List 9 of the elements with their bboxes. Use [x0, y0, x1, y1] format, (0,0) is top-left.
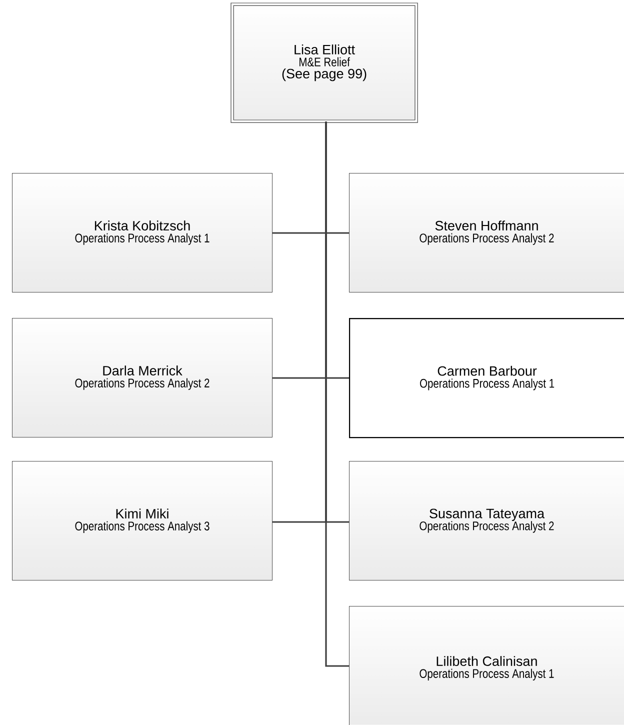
employee-box: Susanna Tateyama Operations Process Analyst 2	[349, 461, 624, 580]
employee-box: Darla Merrick Operations Process Analyst 2	[12, 318, 272, 438]
connector-line	[325, 122, 349, 667]
manager-box: Lisa Elliott M&E Relief (See page 99)	[230, 2, 418, 123]
employee-box: Lilibeth Calinisan Operations Process Analyst 1	[349, 606, 624, 725]
employee-box: Kimi Miki Operations Process Analyst 3	[12, 461, 272, 580]
employee-box: Krista Kobitzsch Operations Process Analyst 1	[12, 173, 272, 292]
employee-box: Steven Hoffmann Operations Process Analyst 2	[349, 173, 624, 292]
employee-box: Carmen Barbour Operations Process Analyst 1	[349, 318, 624, 438]
